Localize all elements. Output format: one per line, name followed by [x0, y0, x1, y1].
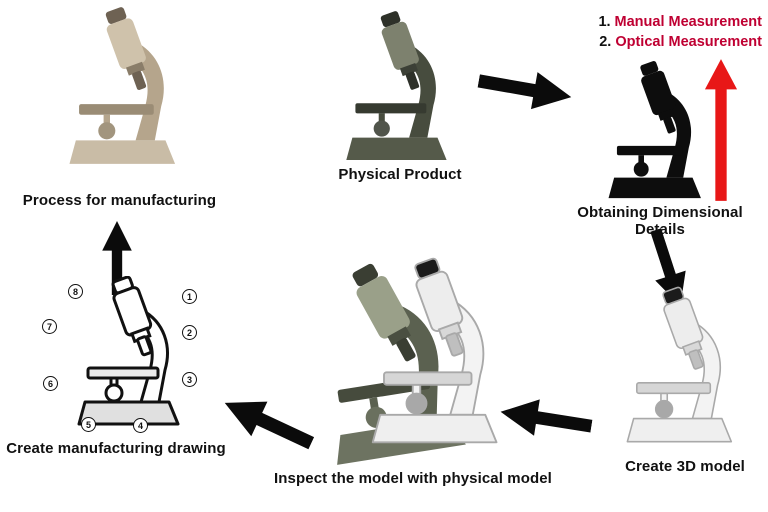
- label-inspect-model: Inspect the model with physical model: [274, 470, 552, 487]
- label-create-manufacturing-drawing: Create manufacturing drawing: [6, 440, 226, 457]
- label-physical-product: Physical Product: [338, 166, 462, 183]
- callout-4: 4: [133, 418, 148, 433]
- measurement-microscope-silhouette: [608, 60, 701, 199]
- callout-8: 8: [68, 284, 83, 299]
- measurement-item-2-text: Optical Measurement: [615, 34, 762, 50]
- manufacturing-drawing-illustration: 1 2 3 4 5 6 7 8: [42, 268, 222, 438]
- measurement-method-list: 1.Manual Measurement 2.Optical Measureme…: [598, 12, 762, 52]
- label-obtaining-dimensional-details: Obtaining Dimensional Details: [577, 204, 743, 238]
- label-process-for-manufacturing: Process for manufacturing: [22, 192, 217, 209]
- arrow-right-icon: [477, 72, 572, 110]
- measurement-item-2: 2.Optical Measurement: [598, 32, 762, 52]
- callout-2: 2: [182, 325, 197, 340]
- label-create-3d-model: Create 3D model: [625, 458, 745, 475]
- measurement-item-1: 1.Manual Measurement: [598, 12, 762, 32]
- measurement-item-1-number: 1.: [598, 14, 611, 30]
- arrow-up-icon: [102, 221, 132, 295]
- arrow-down-icon: [650, 228, 686, 307]
- physical-product-microscope-illustration: [346, 10, 447, 160]
- callout-5: 5: [81, 417, 96, 432]
- red-arrow-up-icon: [704, 59, 738, 201]
- arrow-left-icon: [500, 399, 593, 436]
- manufactured-microscope-illustration: [69, 6, 176, 164]
- callout-1: 1: [182, 289, 197, 304]
- callout-7: 7: [42, 319, 57, 334]
- callout-3: 3: [182, 372, 197, 387]
- 3d-model-microscope-illustration: [627, 286, 732, 442]
- arrow-up-left-icon: [224, 401, 315, 450]
- inspection-model-microscope: [372, 256, 497, 443]
- inspection-overlay-illustration: [306, 250, 512, 465]
- measurement-item-1-text: Manual Measurement: [614, 14, 762, 30]
- measurement-item-2-number: 2.: [599, 34, 612, 50]
- callout-6: 6: [43, 376, 58, 391]
- line-drawing-microscope: [79, 276, 178, 424]
